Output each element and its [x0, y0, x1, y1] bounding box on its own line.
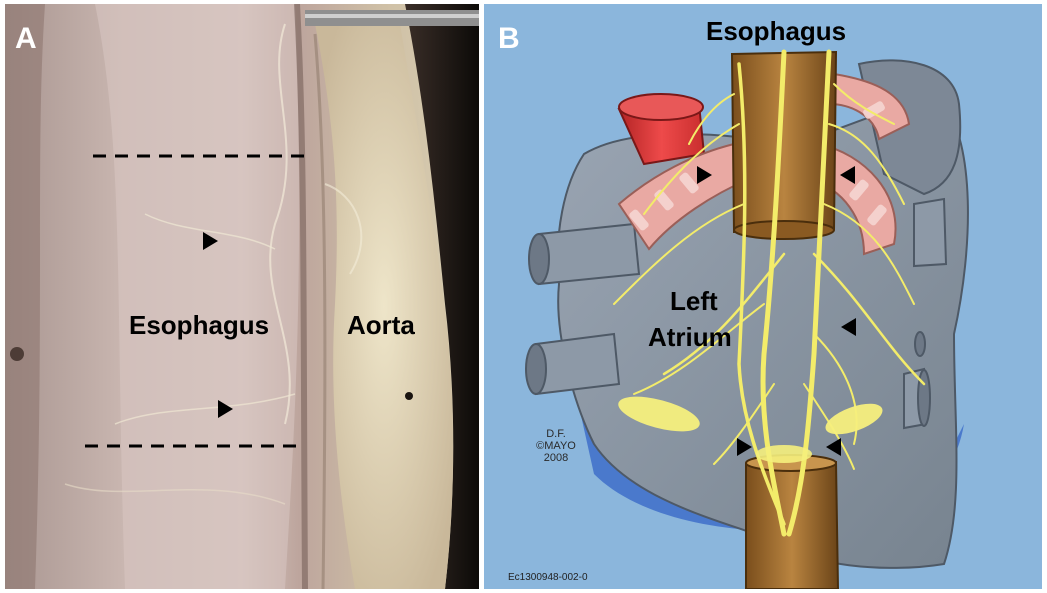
- panel-b-letter: B: [498, 22, 520, 55]
- anatomical-illustration: [525, 49, 969, 589]
- credit-copyright: ©MAYO: [536, 440, 576, 452]
- credit-initials: D.F.: [546, 428, 566, 440]
- panel-b-illustration: B Esophagus Left Atrium D.F. ©MAYO 2008 …: [484, 4, 1042, 589]
- arrowhead-right-icon: [218, 400, 233, 418]
- credit-year: 2008: [543, 452, 569, 464]
- arrowhead-right-icon: [203, 232, 218, 250]
- arrowhead-left-icon: [826, 438, 841, 456]
- esophagus-label-b: Esophagus: [706, 16, 847, 46]
- esophagus-label-a: Esophagus: [129, 310, 270, 340]
- left-label: Left: [670, 286, 718, 316]
- arrowhead-left-icon: [840, 166, 855, 184]
- aorta-label: Aorta: [347, 310, 415, 340]
- arrowhead-right-icon: [737, 438, 752, 456]
- atrium-label: Atrium: [648, 322, 732, 352]
- illustration-credit: D.F. ©MAYO 2008: [534, 428, 578, 464]
- panel-a-dissection-photo: A Esophagus Aorta: [5, 4, 479, 589]
- arrowhead-right-icon: [697, 166, 712, 184]
- dissection-photo-image: [5, 4, 479, 589]
- figure-reference-code: Ec1300948-002-0: [508, 572, 588, 583]
- panel-a-letter: A: [15, 22, 37, 55]
- arrowhead-left-icon: [841, 318, 856, 336]
